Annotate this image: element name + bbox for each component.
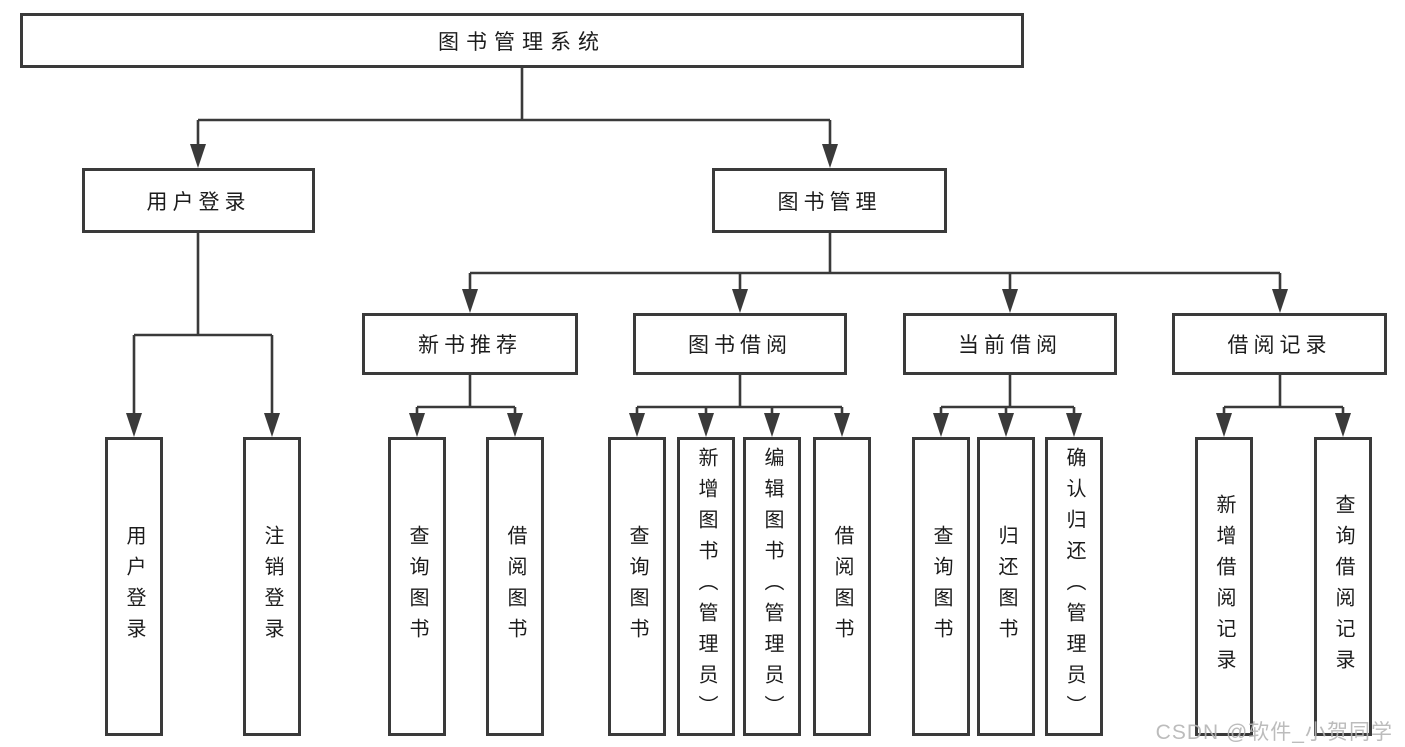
leaf-confirm-return-admin: 确认归还（管理员） (1045, 437, 1103, 736)
node-label: 当前借阅 (958, 334, 1062, 357)
node-label: 确认归还（管理员） (1063, 447, 1085, 726)
node-label: 借阅图书 (831, 524, 853, 649)
node-label: 新书推荐 (418, 334, 522, 357)
leaf-logout: 注销登录 (243, 437, 301, 736)
leaf-edit-book-admin: 编辑图书（管理员） (743, 437, 801, 736)
node-label: 新增借阅记录 (1213, 493, 1235, 680)
node-label: 归还图书 (995, 524, 1017, 649)
arrowheads (126, 144, 1351, 437)
node-label: 注销登录 (261, 524, 283, 649)
node-label: 借阅记录 (1227, 334, 1332, 357)
node-book-borrowing: 图书借阅 (633, 313, 847, 375)
leaf-return-book: 归还图书 (977, 437, 1035, 736)
node-user-login: 用户登录 (82, 168, 315, 233)
leaf-query-borrow-record: 查询借阅记录 (1314, 437, 1372, 736)
node-label: 借阅图书 (504, 524, 526, 649)
node-label: 图书管理系统 (438, 30, 606, 54)
node-label: 查询图书 (626, 524, 648, 649)
node-label: 查询图书 (930, 524, 952, 649)
node-book-management: 图书管理 (712, 168, 947, 233)
node-label: 图书借阅 (688, 334, 792, 357)
leaf-query-books-current: 查询图书 (912, 437, 970, 736)
node-label: 图书管理 (777, 190, 882, 214)
csdn-watermark: CSDN @软件_小贺同学 (1155, 721, 1393, 744)
leaf-add-borrow-record: 新增借阅记录 (1195, 437, 1253, 736)
leaf-user-login: 用户登录 (105, 437, 163, 736)
leaf-query-books-borrowing: 查询图书 (608, 437, 666, 736)
node-library-management-system: 图书管理系统 (20, 13, 1024, 68)
leaf-query-books-recommend: 查询图书 (388, 437, 446, 736)
leaf-borrow-books-recommend: 借阅图书 (486, 437, 544, 736)
node-current-borrowing: 当前借阅 (903, 313, 1117, 375)
leaf-borrow-books-borrowing: 借阅图书 (813, 437, 871, 736)
node-label: 用户登录 (123, 524, 145, 649)
node-new-book-recommendation: 新书推荐 (362, 313, 578, 375)
node-label: 用户登录 (146, 190, 251, 214)
leaf-add-book-admin: 新增图书（管理员） (677, 437, 735, 736)
node-borrowing-records: 借阅记录 (1172, 313, 1387, 375)
node-label: 新增图书（管理员） (695, 447, 717, 726)
node-label: 编辑图书（管理员） (761, 447, 783, 726)
node-label: 查询图书 (406, 524, 428, 649)
node-label: 查询借阅记录 (1332, 493, 1354, 680)
